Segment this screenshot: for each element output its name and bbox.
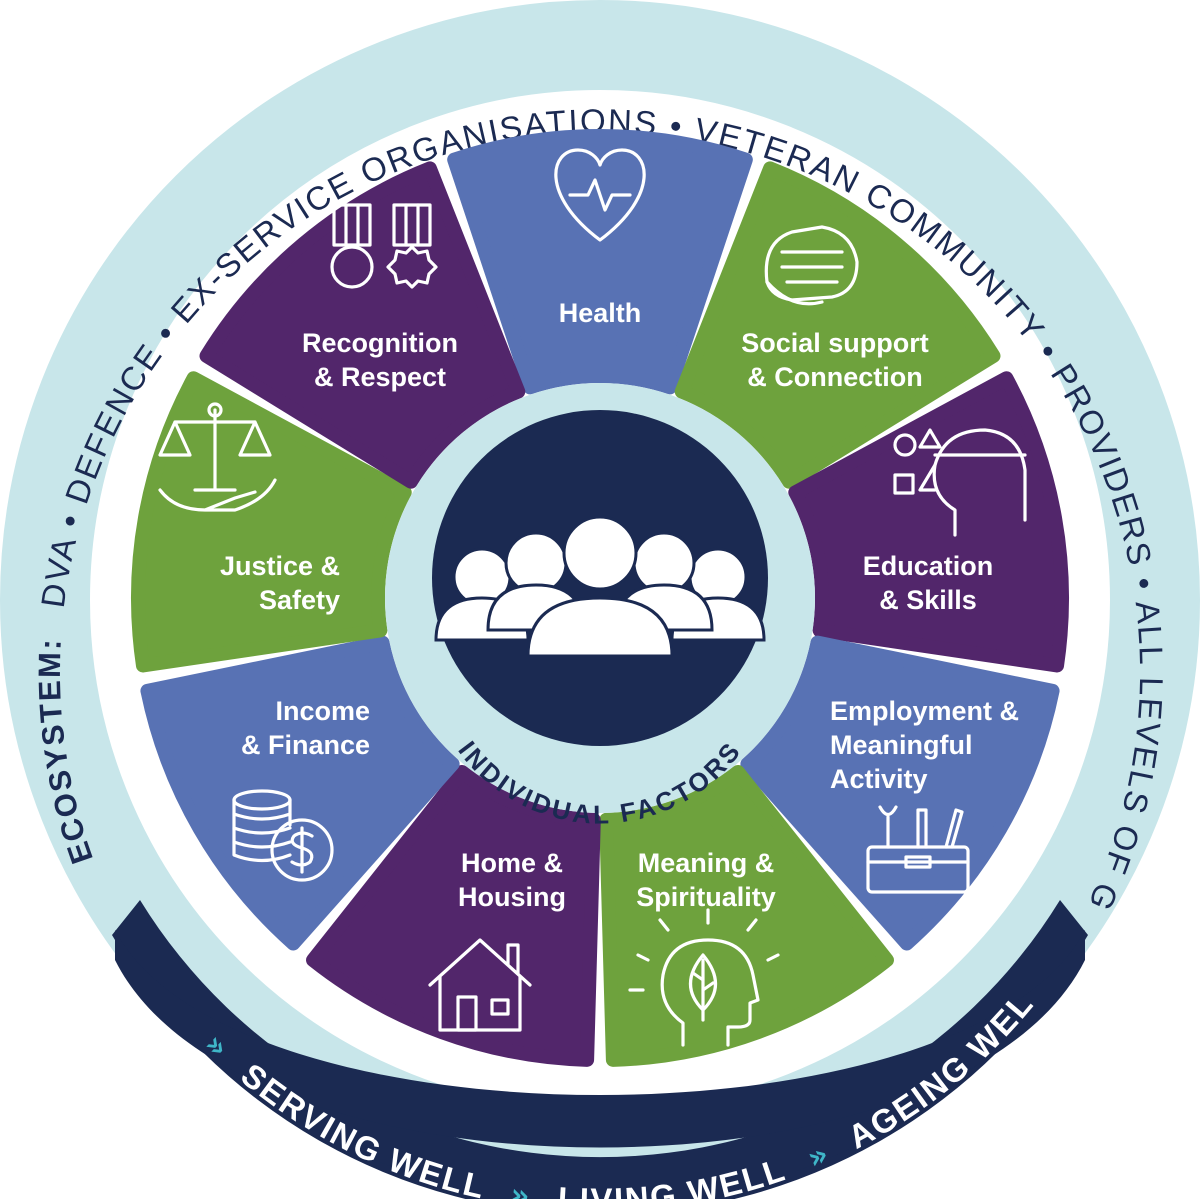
segment-label: Recognition & Respect (302, 328, 458, 392)
head-leaf-icon (628, 908, 780, 1047)
segment-recognition (199, 161, 526, 489)
scales-hand-icon (158, 402, 277, 512)
segment-education (788, 371, 1069, 673)
segment-income (140, 635, 460, 951)
segment-label: Social support & Connection (741, 328, 929, 392)
people-group-icon (434, 515, 766, 658)
segment-label: Justice & Safety (220, 551, 340, 615)
segment-label-line2: & Connection (747, 362, 923, 392)
journey-band (112, 900, 1088, 1199)
heart-pulse-icon (554, 148, 646, 242)
segment-label-line1: Income (275, 696, 370, 726)
segment-social-support (674, 161, 1001, 489)
factor-segments: Health Social support & Connection Educat… (131, 129, 1069, 1067)
segment-label: Education & Skills (863, 551, 994, 615)
segment-health (447, 129, 753, 395)
coins-dollar-icon (232, 789, 334, 882)
handshake-icon (764, 225, 859, 306)
segment-label-line2: Housing (458, 882, 566, 912)
segment-home (306, 764, 601, 1067)
medals-icon (330, 203, 438, 289)
segment-employment (740, 635, 1060, 951)
segment-label-line1: Home & (461, 848, 563, 878)
segment-label-line1: Social support (741, 328, 929, 358)
segment-justice (131, 371, 412, 673)
segment-label: Health (559, 298, 642, 328)
head-shapes-icon (893, 428, 1027, 537)
segment-label-line1: Education (863, 551, 994, 581)
chevron-right-icon: » (0, 0, 11, 8)
segment-label-line1: Justice & (220, 551, 340, 581)
segment-label-line2: & Respect (314, 362, 446, 392)
house-icon (428, 938, 532, 1032)
segment-label: Income & Finance (241, 696, 370, 760)
toolbox-icon (866, 805, 970, 894)
segment-label: Home & Housing (458, 848, 566, 912)
segment-label-line3: Activity (830, 764, 928, 794)
segment-label-line2: Safety (259, 585, 340, 615)
segment-label-line1: Employment & (830, 696, 1019, 726)
segment-label-line2: & Skills (879, 585, 977, 615)
segment-label-line1: Recognition (302, 328, 458, 358)
chevron-right-icon: » (508, 1177, 534, 1199)
segment-label: Meaning & Spirituality (636, 848, 776, 912)
segment-meaning (599, 764, 894, 1067)
segment-label-line1: Meaning & (638, 848, 775, 878)
segment-label-line2: Spirituality (636, 882, 776, 912)
segment-label-line2: & Finance (241, 730, 370, 760)
segment-label-line1: Health (559, 298, 642, 328)
segment-label-line2: Meaningful (830, 730, 973, 760)
